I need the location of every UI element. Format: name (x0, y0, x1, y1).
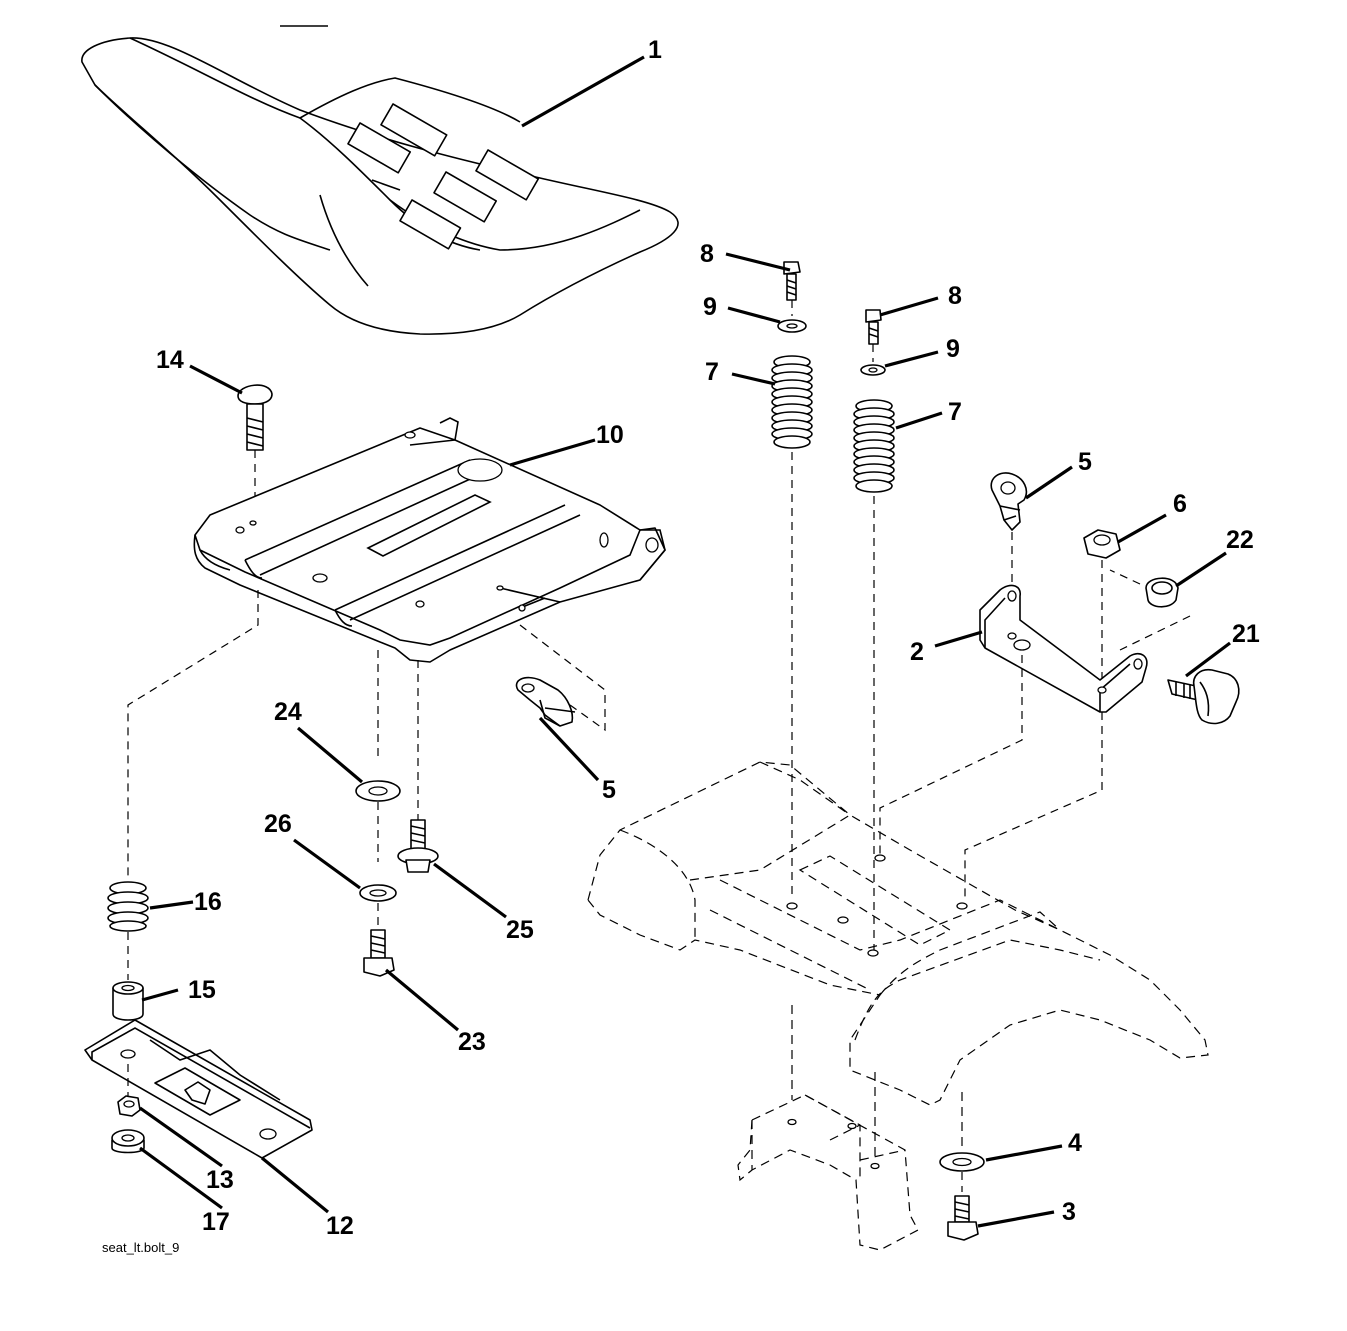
spring-7-right (853, 399, 895, 950)
callout-9-left: 9 (703, 293, 717, 321)
washer-4 (939, 1152, 985, 1192)
callout-2: 2 (910, 638, 924, 666)
shoulder-bolt-25 (397, 819, 439, 873)
callout-7-left: 7 (705, 358, 719, 386)
nut-6 (1083, 529, 1121, 680)
washer-9-left (777, 319, 807, 333)
callout-8-left: 8 (700, 240, 714, 268)
callout-10: 10 (596, 421, 624, 449)
callout-26: 26 (264, 810, 292, 838)
hinge-bracket-2 (879, 584, 1191, 900)
frame-outline (587, 761, 1209, 1251)
spring-7-left (771, 355, 813, 900)
callout-21: 21 (1232, 620, 1260, 648)
washer-9-right (860, 364, 886, 376)
callout-labels: 1 14 10 8 9 7 8 9 7 5 6 22 2 21 24 5 26 … (156, 36, 1260, 1240)
callout-23: 23 (458, 1028, 486, 1056)
nut-13 (117, 1095, 141, 1117)
leader-lines (139, 55, 1231, 1228)
knob-bolt-21 (1167, 668, 1240, 725)
callout-3: 3 (1062, 1198, 1076, 1226)
callout-12: 12 (326, 1212, 354, 1240)
callout-22: 22 (1226, 526, 1254, 554)
nut-22 (1109, 569, 1179, 608)
spring-16 (107, 881, 149, 980)
callout-4: 4 (1068, 1129, 1082, 1157)
diagram-caption: seat_lt.bolt_9 (102, 1240, 179, 1255)
bolt-3 (947, 1195, 979, 1241)
lock-washer-26 (359, 884, 397, 928)
washer-nut-17 (111, 1129, 145, 1154)
callout-17: 17 (202, 1208, 230, 1236)
seat (81, 37, 679, 335)
mount-bracket-12 (84, 1019, 313, 1159)
bolt-23 (363, 929, 395, 977)
callout-24: 24 (274, 698, 302, 726)
callout-13: 13 (206, 1166, 234, 1194)
seat-pan (127, 417, 666, 880)
callout-14: 14 (156, 346, 184, 374)
callout-16: 16 (194, 888, 222, 916)
callout-9-right: 9 (946, 335, 960, 363)
spacer-15 (112, 981, 144, 1021)
callout-1: 1 (648, 36, 662, 64)
clip-5-left (515, 676, 576, 727)
callout-5-right: 5 (1078, 448, 1092, 476)
bolt-8-right (865, 309, 882, 362)
clip-5-right (990, 472, 1028, 620)
callout-7-right: 7 (948, 398, 962, 426)
callout-5-left: 5 (602, 776, 616, 804)
callout-25: 25 (506, 916, 534, 944)
callout-6: 6 (1173, 490, 1187, 518)
callout-8-right: 8 (948, 282, 962, 310)
washer-24 (355, 780, 401, 862)
callout-15: 15 (188, 976, 216, 1004)
